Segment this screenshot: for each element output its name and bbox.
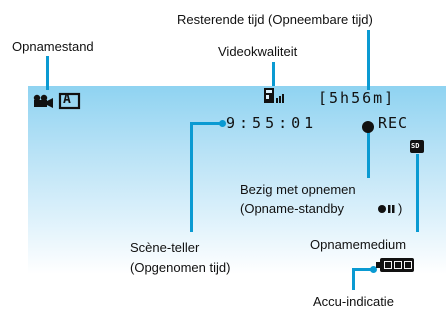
sd-badge: SD xyxy=(411,142,420,150)
recording-label-line2: (Opname-standby xyxy=(240,201,345,216)
auto-mode-icon xyxy=(58,92,81,110)
rec-dot-icon xyxy=(362,121,374,133)
scene-counter-label-line2: (Opgenomen tijd) xyxy=(130,260,231,275)
leader-remaining-time xyxy=(367,30,370,90)
leader-video-quality xyxy=(272,62,275,86)
leader-battery-h xyxy=(352,268,372,271)
recording-media-label: Opnamemedium xyxy=(310,237,407,252)
leader-rec xyxy=(367,130,370,178)
leader-scene-counter-v xyxy=(190,122,193,232)
scene-counter-label-line1: Scène-teller xyxy=(130,240,200,255)
movie-camera-icon xyxy=(33,94,53,108)
leader-media xyxy=(416,154,419,232)
battery-label: Accu-indicatie xyxy=(313,294,394,309)
standby-pause-icon xyxy=(378,205,395,213)
video-quality-label: Videokwaliteit xyxy=(218,44,298,59)
leader-dot-battery xyxy=(370,266,377,273)
remaining-time-readout: [5h56m] xyxy=(318,89,396,107)
leader-scene-counter-h xyxy=(190,122,220,125)
leader-battery-v xyxy=(352,268,355,290)
camera-screen xyxy=(28,86,446,274)
leader-dot-scene-counter xyxy=(219,120,226,127)
video-quality-icon xyxy=(264,88,284,103)
shooting-mode-label: Opnamestand xyxy=(12,39,94,54)
sd-card-icon xyxy=(410,140,424,153)
battery-icon xyxy=(376,258,414,272)
scene-counter-readout: 9:55:01 xyxy=(226,114,318,132)
auto-mode-letter: A xyxy=(63,92,71,107)
recording-label-line2-end: ) xyxy=(398,201,403,216)
recording-label-line1: Bezig met opnemen xyxy=(240,182,356,197)
leader-shooting-mode xyxy=(46,56,49,90)
remaining-time-label: Resterende tijd (Opneembare tijd) xyxy=(177,12,373,27)
rec-indicator: REC xyxy=(378,114,409,132)
